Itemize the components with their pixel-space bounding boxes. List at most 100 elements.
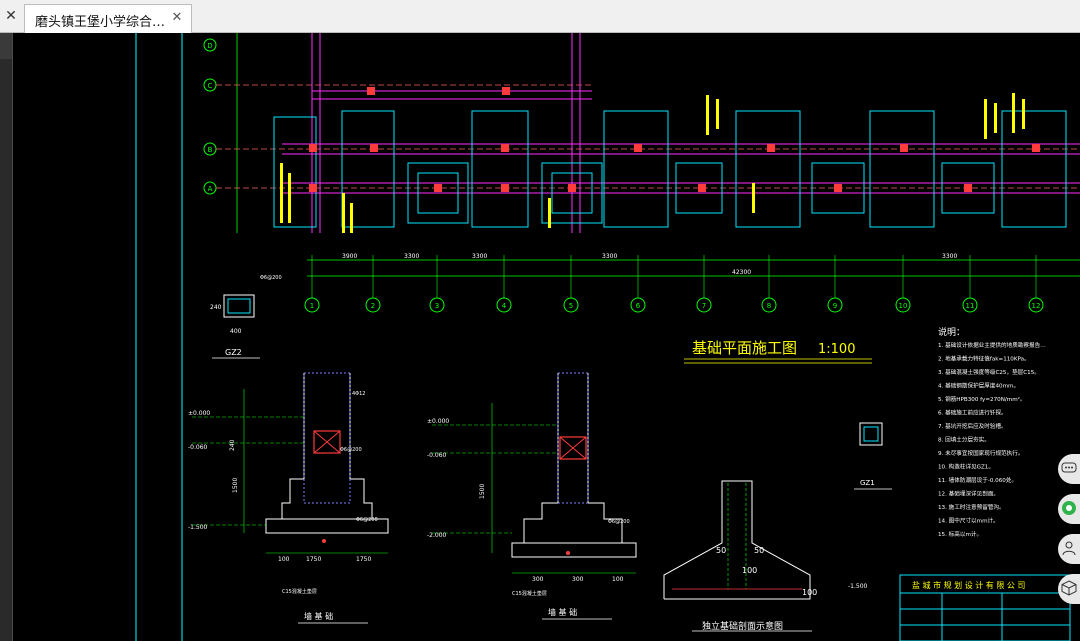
section-2-title: 墙 基 础: [548, 607, 577, 617]
svg-text:Φ6@200: Φ6@200: [356, 517, 378, 523]
chat-icon: [1061, 462, 1077, 473]
svg-text:50: 50: [754, 546, 764, 555]
box-button[interactable]: [1058, 574, 1080, 604]
note-line: 8. 回填土分层夯实。: [938, 436, 990, 444]
message-button[interactable]: [1058, 494, 1080, 524]
note-line: 1. 基础设计依据业主提供的地质勘察报告…: [938, 341, 1046, 349]
gz2-detail: 240 400 GZ2 Φ6@200: [210, 275, 282, 359]
axis-letter-d: D: [207, 42, 212, 50]
svg-text:-1.500: -1.500: [848, 583, 868, 590]
note-line: 13. 施工时注意预留管沟。: [938, 503, 1005, 511]
note-line: 2. 地基承载力特征值fak=110KPa。: [938, 355, 1030, 363]
axis-number-8: 8: [767, 302, 771, 310]
scale: 1:100: [818, 342, 855, 357]
note-line: 3. 基础混凝土强度等级C25，垫层C15。: [938, 368, 1040, 376]
svg-text:3300: 3300: [472, 253, 487, 260]
wall-foundation-section-2: ±0.000 -0.060 -2.000 1500 300 300 100 Φ6…: [427, 372, 637, 620]
annotations: [280, 93, 1025, 233]
axis-number-7: 7: [702, 302, 706, 310]
svg-text:3300: 3300: [602, 253, 617, 260]
svg-text:C15混凝土垫层: C15混凝土垫层: [512, 590, 547, 597]
company-title-block: 盐 城 市 规 划 设 计 有 限 公 司: [899, 574, 1071, 641]
plan-grid: [216, 33, 1080, 233]
drawing-title-block: 基础平面施工图 1:100: [684, 339, 872, 364]
svg-text:-0.060: -0.060: [427, 452, 447, 459]
svg-text:4Φ12: 4Φ12: [352, 391, 365, 397]
note-line: 4. 基础钢筋保护层厚度40mm。: [938, 382, 1019, 390]
svg-text:3300: 3300: [942, 253, 957, 260]
note-line: 15. 标高以m计。: [938, 530, 982, 538]
svg-text:Φ6@200: Φ6@200: [340, 447, 362, 453]
axis-letter-a: A: [208, 185, 213, 193]
close-tab-icon[interactable]: ✕: [171, 10, 183, 25]
svg-text:Φ6@200: Φ6@200: [260, 275, 282, 281]
close-panel-icon[interactable]: ✕: [5, 8, 17, 24]
notes: 说明： 1. 基础设计依据业主提供的地质勘察报告… 2. 地基承载力特征值fak=…: [938, 326, 1046, 538]
axis-number-4: 4: [502, 302, 507, 310]
svg-text:-0.060: -0.060: [188, 444, 208, 451]
svg-text:1750: 1750: [306, 556, 321, 563]
axis-number-3: 3: [435, 302, 439, 310]
document-tab-title: 磨头镇王堡小学综合…: [35, 15, 166, 30]
svg-text:1500: 1500: [232, 478, 239, 493]
note-line: 9. 未尽事宜按国家现行规范执行。: [938, 449, 1023, 457]
svg-text:3900: 3900: [342, 253, 357, 260]
chat-button[interactable]: [1058, 454, 1080, 484]
svg-text:C15混凝土垫层: C15混凝土垫层: [282, 588, 317, 595]
svg-text:Φ6@200: Φ6@200: [608, 519, 630, 525]
svg-text:240: 240: [210, 304, 222, 311]
axis-number-11: 11: [966, 302, 975, 310]
gz2-label: GZ2: [225, 348, 242, 357]
section-3-title: 独立基础剖面示意图: [702, 620, 783, 632]
section-1-title: 墙 基 础: [304, 611, 333, 621]
isolated-footing-section: 50 50 100 100 -1.500 独立基础剖面示意图: [663, 480, 868, 632]
notes-title: 说明：: [938, 326, 965, 338]
axis-letter-c: C: [208, 82, 213, 90]
svg-text:100: 100: [278, 556, 290, 563]
svg-text:100: 100: [802, 588, 817, 597]
axis-number-5: 5: [569, 302, 573, 310]
svg-text:300: 300: [572, 576, 584, 583]
note-line: 7. 基坑开挖后应及时验槽。: [938, 422, 1007, 430]
axis-number-6: 6: [636, 302, 641, 310]
main-title: 基础平面施工图: [692, 339, 797, 357]
axis-number-10: 10: [899, 302, 908, 310]
svg-text:3300: 3300: [404, 253, 419, 260]
note-line: 14. 图中尺寸以mm计。: [938, 517, 999, 525]
svg-text:42300: 42300: [732, 269, 751, 276]
tab-bar: ✕ 磨头镇王堡小学综合… ✕: [0, 0, 1080, 33]
svg-text:-2.000: -2.000: [427, 532, 447, 539]
gz1-detail: GZ1: [854, 422, 892, 490]
svg-text:1500: 1500: [479, 484, 486, 499]
note-line: 10. 构造柱详见GZ1。: [938, 463, 994, 471]
svg-text:1750: 1750: [356, 556, 371, 563]
document-tab[interactable]: 磨头镇王堡小学综合… ✕: [24, 4, 192, 33]
axis-number-2: 2: [371, 302, 375, 310]
axis-number-12: 12: [1032, 302, 1041, 310]
svg-text:100: 100: [742, 566, 757, 575]
svg-text:100: 100: [612, 576, 624, 583]
wall-foundation-section-1: ±0.000 -0.060 -1.500 1500 240 100 1750 1…: [188, 372, 389, 624]
note-line: 5. 钢筋HPB300 fy=270N/mm²。: [938, 395, 1026, 403]
message-icon: [1062, 501, 1076, 515]
svg-text:±0.000: ±0.000: [427, 418, 449, 425]
axis-letters: D C B A: [203, 33, 238, 233]
user-icon: [1062, 541, 1076, 556]
box-icon: [1061, 580, 1077, 596]
axis-letter-b: B: [208, 146, 213, 154]
note-line: 12. 基础埋深详见剖面。: [938, 490, 999, 498]
note-line: 6. 基础施工前应进行钎探。: [938, 409, 1007, 417]
svg-text:-1.500: -1.500: [188, 524, 208, 531]
left-panel: [0, 33, 13, 641]
axis-number-1: 1: [310, 302, 314, 310]
svg-text:±0.000: ±0.000: [188, 410, 210, 417]
cad-drawing-canvas[interactable]: D C B A: [12, 33, 1080, 641]
gz1-label: GZ1: [860, 479, 875, 487]
user-button[interactable]: [1058, 534, 1080, 564]
footings: [273, 110, 1067, 228]
note-line: 11. 墙体防潮层设于-0.060处。: [938, 476, 1017, 484]
axis-number-9: 9: [833, 302, 837, 310]
svg-text:240: 240: [229, 439, 236, 451]
svg-text:400: 400: [230, 328, 242, 335]
